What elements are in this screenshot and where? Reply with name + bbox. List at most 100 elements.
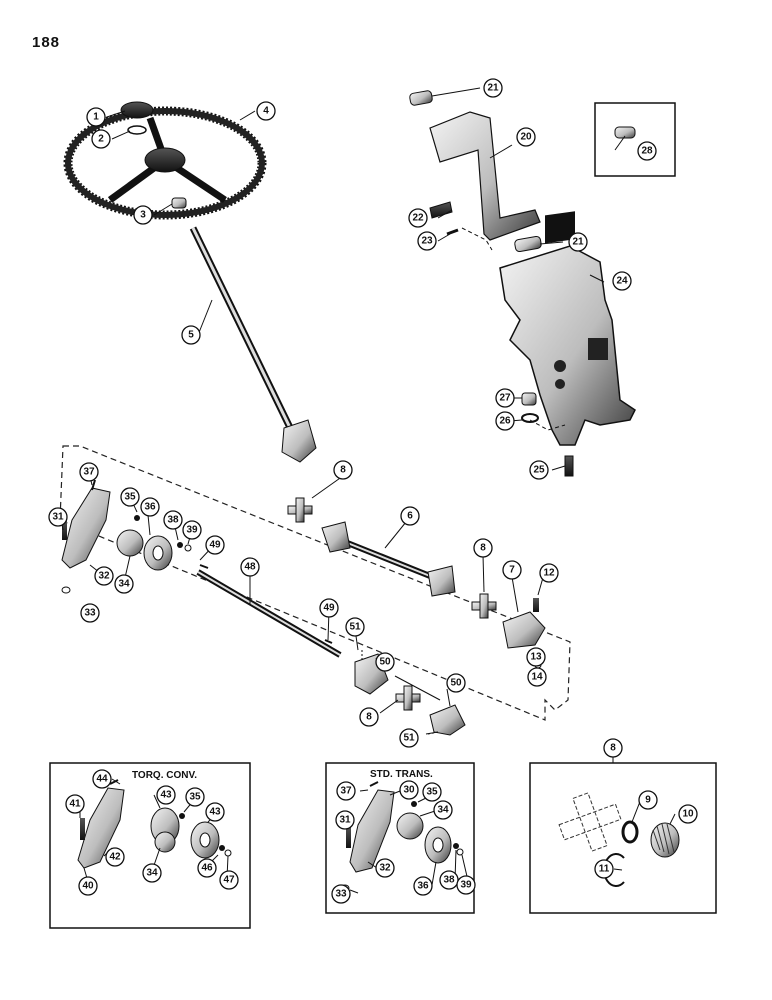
pedestal-boss-2 bbox=[555, 379, 565, 389]
std-ball bbox=[396, 812, 424, 840]
callout-p14: 14 bbox=[527, 667, 547, 687]
callout-s31: 31 bbox=[335, 810, 355, 830]
svg-text:44: 44 bbox=[96, 774, 108, 785]
callout-s36: 36 bbox=[413, 876, 433, 896]
steering-wheel-hub bbox=[144, 147, 186, 173]
std-trans-box bbox=[325, 762, 475, 914]
pedestal-window-2 bbox=[588, 338, 608, 360]
universal-joint-a bbox=[287, 497, 313, 523]
bracket-arm bbox=[61, 487, 111, 569]
ujoint-bearing-cup bbox=[650, 822, 680, 858]
svg-text:43: 43 bbox=[209, 807, 221, 818]
leader-lines bbox=[60, 87, 676, 894]
svg-text:36: 36 bbox=[144, 502, 156, 513]
callout-p48: 48 bbox=[240, 557, 260, 577]
svg-text:7: 7 bbox=[509, 565, 515, 576]
callout-p38: 38 bbox=[163, 510, 183, 530]
svg-text:30: 30 bbox=[403, 785, 415, 796]
callout-t44: 44 bbox=[92, 769, 112, 789]
callout-s39: 39 bbox=[456, 875, 476, 895]
washer bbox=[521, 413, 539, 423]
svg-text:36: 36 bbox=[417, 881, 429, 892]
shaft-yoke-right bbox=[427, 565, 456, 597]
svg-text:8: 8 bbox=[366, 712, 372, 723]
universal-joint-kit-inset bbox=[529, 762, 717, 914]
callout-p23: 23 bbox=[417, 231, 437, 251]
svg-text:33: 33 bbox=[84, 608, 96, 619]
svg-text:34: 34 bbox=[146, 868, 158, 879]
torq-washer bbox=[224, 849, 232, 857]
std-fitting bbox=[411, 801, 417, 807]
svg-text:34: 34 bbox=[437, 805, 449, 816]
callout-p50a: 50 bbox=[375, 652, 395, 672]
svg-text:34: 34 bbox=[118, 579, 130, 590]
callout-p51b: 51 bbox=[399, 728, 419, 748]
callout-p33: 33 bbox=[80, 603, 100, 623]
svg-text:28: 28 bbox=[641, 146, 653, 157]
callout-s37: 37 bbox=[336, 781, 356, 801]
universal-joint-b bbox=[471, 593, 497, 619]
callout-p37: 37 bbox=[79, 462, 99, 482]
svg-text:41: 41 bbox=[69, 799, 81, 810]
callout-t41: 41 bbox=[65, 794, 85, 814]
svg-text:5: 5 bbox=[188, 330, 194, 341]
nut-38 bbox=[177, 542, 183, 548]
torq-fitting bbox=[179, 813, 185, 819]
bushing-28 bbox=[614, 126, 636, 139]
callout-p34: 34 bbox=[114, 574, 134, 594]
svg-text:2: 2 bbox=[98, 134, 104, 145]
callout-p28: 28 bbox=[637, 141, 657, 161]
svg-text:51: 51 bbox=[349, 622, 361, 633]
steering-wheel-rim bbox=[65, 108, 265, 218]
callout-u10: 10 bbox=[678, 804, 698, 824]
svg-text:8: 8 bbox=[610, 743, 616, 754]
callout-t47: 47 bbox=[219, 870, 239, 890]
callout-p31: 31 bbox=[48, 507, 68, 527]
svg-text:33: 33 bbox=[335, 889, 347, 900]
callout-p3: 3 bbox=[133, 205, 153, 225]
torq-bracket bbox=[77, 787, 125, 869]
svg-text:39: 39 bbox=[186, 525, 198, 536]
svg-text:27: 27 bbox=[499, 393, 511, 404]
svg-text:13: 13 bbox=[530, 652, 542, 663]
std-bracket bbox=[349, 789, 395, 873]
callout-p8b: 8 bbox=[473, 538, 493, 558]
svg-text:50: 50 bbox=[379, 657, 391, 668]
callout-p21b: 21 bbox=[568, 232, 588, 252]
callout-p49a: 49 bbox=[205, 535, 225, 555]
svg-text:31: 31 bbox=[339, 815, 351, 826]
callout-s34: 34 bbox=[433, 800, 453, 820]
pedestal-window-1 bbox=[545, 211, 575, 244]
svg-text:49: 49 bbox=[209, 540, 221, 551]
svg-text:21: 21 bbox=[572, 237, 584, 248]
svg-text:24: 24 bbox=[616, 276, 628, 287]
callout-p12: 12 bbox=[539, 563, 559, 583]
steering-pedestal bbox=[499, 245, 636, 446]
callout-t40: 40 bbox=[78, 876, 98, 896]
callout-p51a: 51 bbox=[345, 617, 365, 637]
callout-p26: 26 bbox=[495, 411, 515, 431]
torque-converter-inset bbox=[49, 762, 251, 929]
callout-t34: 34 bbox=[142, 863, 162, 883]
svg-text:40: 40 bbox=[82, 881, 94, 892]
svg-text:46: 46 bbox=[201, 863, 213, 874]
svg-text:35: 35 bbox=[189, 792, 201, 803]
callout-u11: 11 bbox=[594, 859, 614, 879]
column-support-group bbox=[409, 90, 676, 477]
callout-s38: 38 bbox=[439, 870, 459, 890]
svg-text:37: 37 bbox=[340, 786, 352, 797]
svg-text:14: 14 bbox=[531, 672, 543, 683]
svg-text:47: 47 bbox=[223, 875, 235, 886]
callout-p4: 4 bbox=[256, 101, 276, 121]
torq-ball bbox=[154, 831, 176, 853]
lock-washer-pin bbox=[446, 228, 459, 236]
callout-p24: 24 bbox=[612, 271, 632, 291]
callout-ujoint-kit-ref: 8 bbox=[603, 738, 623, 758]
steering-wheel-group bbox=[63, 101, 317, 463]
svg-text:35: 35 bbox=[124, 492, 136, 503]
svg-text:48: 48 bbox=[244, 562, 256, 573]
callout-p7: 7 bbox=[502, 560, 522, 580]
svg-text:51: 51 bbox=[403, 733, 415, 744]
svg-text:26: 26 bbox=[499, 416, 511, 427]
steering-nut bbox=[171, 197, 187, 209]
